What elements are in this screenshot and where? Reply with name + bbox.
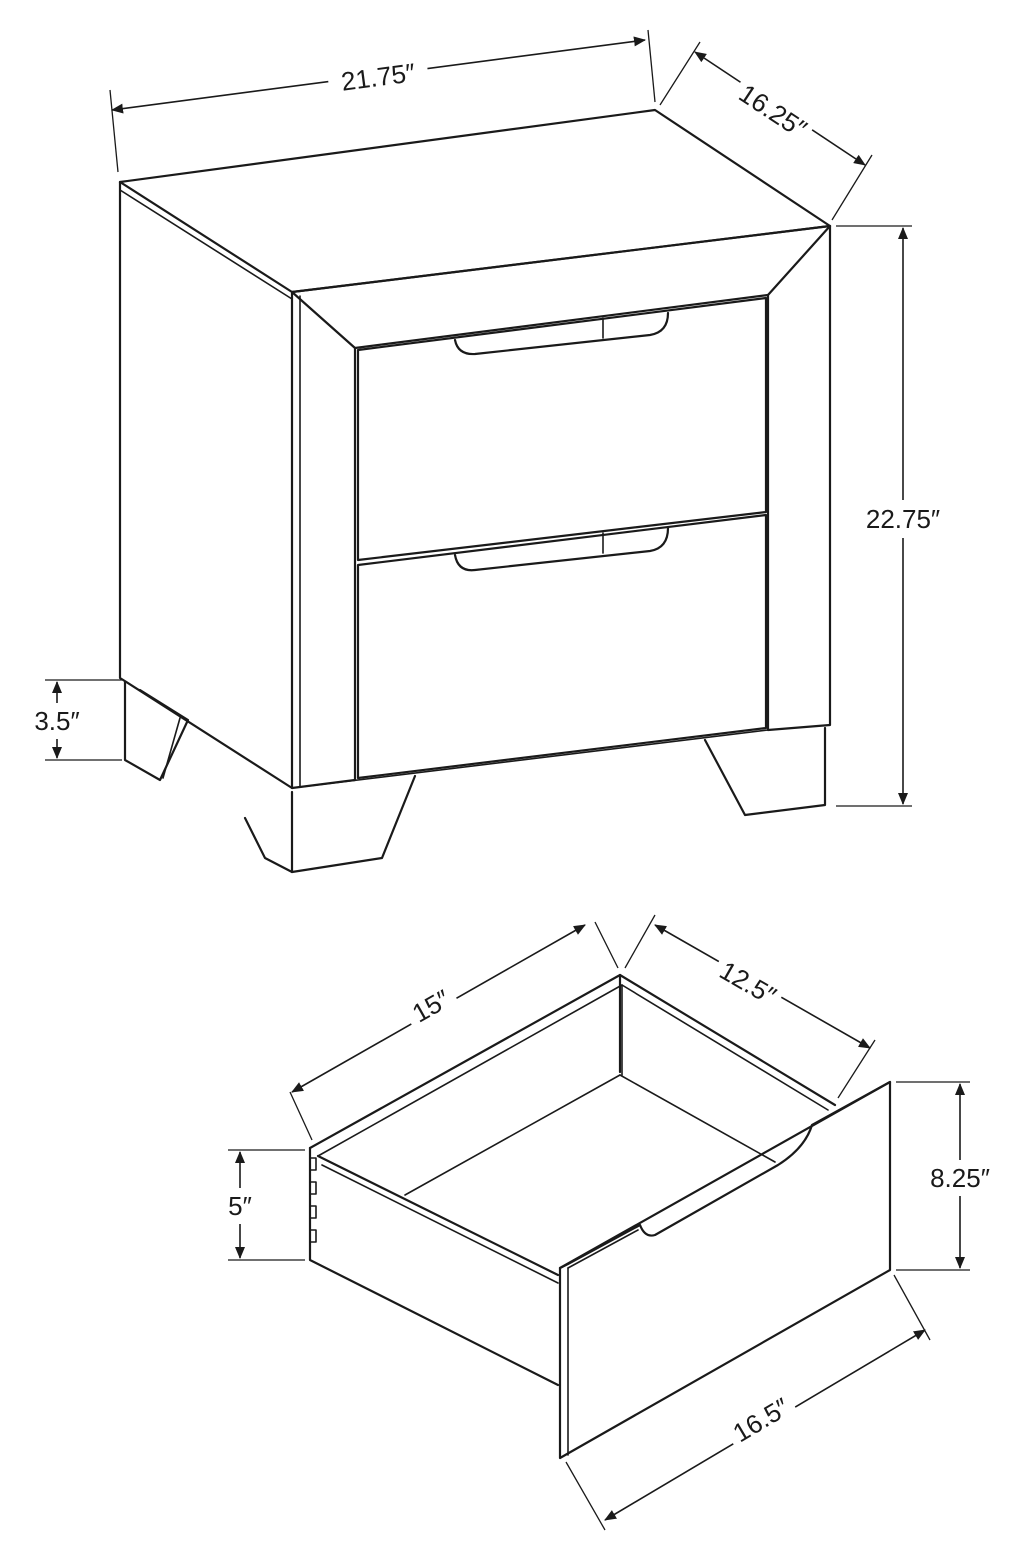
bottom-drawer [356, 513, 768, 780]
svg-text:8.25″: 8.25″ [930, 1163, 990, 1193]
side-panel [118, 180, 294, 790]
nightstand-drawing [118, 108, 832, 874]
svg-text:3.5″: 3.5″ [34, 706, 79, 736]
svg-text:22.75″: 22.75″ [866, 504, 940, 534]
nightstand-dimensions [45, 29, 912, 807]
svg-text:5″: 5″ [228, 1191, 252, 1221]
drawer-dovetails [309, 1157, 317, 1243]
drawer-back-panel [308, 973, 622, 1150]
drawer-left-side [308, 1146, 560, 1387]
nightstand-leg-height-label: 3.5″ [22, 703, 90, 739]
nightstand-height-label: 22.75″ [855, 500, 955, 538]
nightstand-depth-label: 16.25″ [727, 73, 819, 149]
drawer-side-height-label: 5″ [218, 1188, 262, 1224]
top-surface [118, 108, 832, 294]
top-drawer [356, 296, 768, 562]
back-right-leg [703, 726, 827, 817]
front-frame [290, 290, 357, 790]
back-left-leg [123, 680, 190, 782]
drawer-front-panel [558, 1080, 892, 1460]
drawer-drawing [308, 973, 892, 1460]
top-drawer-handle [453, 311, 670, 356]
drawer-front-height-label: 8.25″ [920, 1160, 1002, 1196]
bottom-drawer-handle [453, 526, 670, 572]
drawer-dimensions [228, 914, 970, 1531]
drawer-inner-width-label: 12.5″ [708, 950, 788, 1016]
nightstand-width-label: 21.75″ [326, 51, 430, 101]
front-left-leg [243, 774, 417, 874]
